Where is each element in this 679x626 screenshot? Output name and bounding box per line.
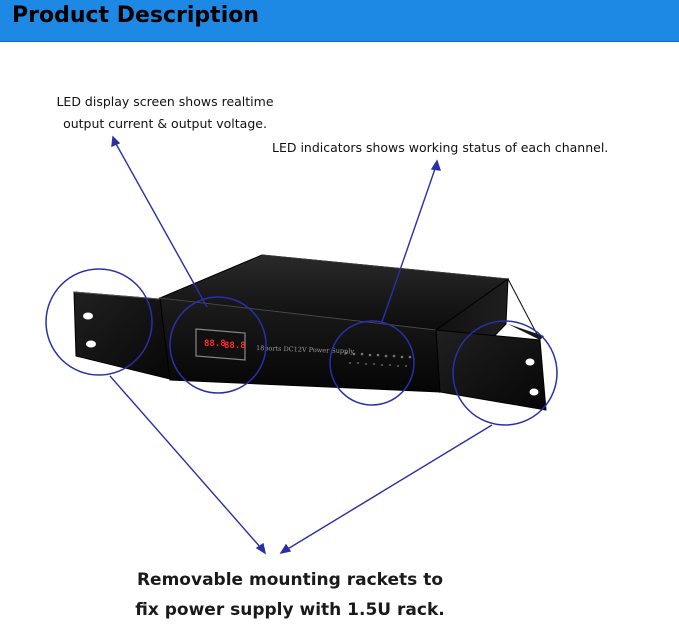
callout-circle-right-ear <box>452 320 558 426</box>
right-ear-hole-top <box>525 358 535 366</box>
display-left-value: 88.8 <box>204 339 226 349</box>
display-right-value: 88.8 <box>224 341 246 351</box>
front-panel-label: 18ports DC12V Power Supply <box>256 344 355 355</box>
callout-circle-left-ear <box>45 268 153 376</box>
led-indicators-annotation: LED indicators shows working status of e… <box>272 140 609 155</box>
led-display-annotation-line2: output current & output voltage. <box>63 116 267 131</box>
left-ear-hole-bottom <box>86 340 96 348</box>
header-bar: Product Description <box>0 0 679 42</box>
arrow-right-ear-to-caption <box>285 424 493 551</box>
left-ear-hole-top <box>83 312 93 320</box>
arrow-to-led-display-text <box>114 141 208 308</box>
page-title: Product Description <box>12 3 260 28</box>
led-display-screen: 88.8 88.8 <box>195 328 246 361</box>
arrow-to-led-indicators-text <box>381 165 437 323</box>
right-ear-hole-bottom <box>529 388 539 396</box>
arrow-left-ear-to-caption <box>109 375 262 549</box>
right-rack-ear <box>435 278 547 411</box>
mounting-caption-line2: fix power supply with 1.5U rack. <box>135 600 445 620</box>
led-display-annotation: LED display screen shows realtime output… <box>30 91 300 135</box>
mounting-caption-line1: Removable mounting rackets to <box>136 570 444 590</box>
callout-circle-led-indicators <box>329 320 415 406</box>
left-rack-ear <box>73 291 175 381</box>
led-indicator-row <box>344 351 412 368</box>
led-display-annotation-line1: LED display screen shows realtime <box>56 94 274 109</box>
callout-circle-led-display <box>169 296 267 394</box>
mounting-caption: Removable mounting rackets to fix power … <box>70 565 510 625</box>
